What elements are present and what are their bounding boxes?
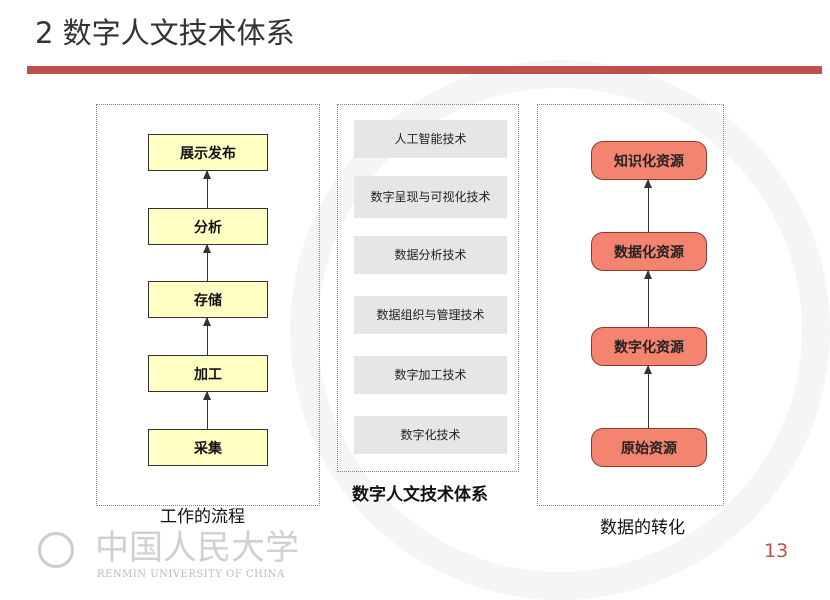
workflow-panel	[96, 104, 320, 506]
data-step: 数字化资源	[591, 327, 707, 366]
data-caption: 数据的转化	[600, 518, 685, 538]
workflow-step: 存储	[148, 281, 268, 318]
arrow-up-icon	[203, 391, 211, 429]
slide-title: 2 数字人文技术体系	[35, 16, 295, 50]
tech-caption: 数字人文技术体系	[352, 485, 488, 505]
arrow-up-icon	[203, 244, 211, 281]
data-step: 原始资源	[591, 428, 707, 467]
workflow-caption: 工作的流程	[160, 507, 245, 527]
workflow-step: 分析	[148, 208, 268, 245]
data-panel	[537, 104, 724, 506]
title-divider	[27, 66, 822, 74]
arrow-up-icon	[203, 170, 211, 208]
tech-panel	[337, 104, 519, 472]
workflow-step: 加工	[148, 355, 268, 392]
tech-item: 数字加工技术	[354, 356, 507, 394]
arrow-up-icon	[644, 270, 652, 327]
tech-item: 数字呈现与可视化技术	[354, 176, 507, 218]
logo-chinese: 中国人民大学	[95, 528, 299, 568]
arrow-up-icon	[644, 179, 652, 232]
logo-english: RENMIN UNIVERSITY OF CHINA	[97, 569, 285, 580]
tech-item: 数字化技术	[354, 416, 507, 454]
data-step: 知识化资源	[591, 141, 707, 180]
university-emblem-icon	[38, 532, 74, 568]
tech-item: 数据组织与管理技术	[354, 296, 507, 334]
arrow-up-icon	[203, 317, 211, 355]
workflow-step: 展示发布	[148, 134, 268, 171]
workflow-step: 采集	[148, 429, 268, 466]
arrow-up-icon	[644, 365, 652, 428]
page-number: 13	[764, 540, 789, 562]
tech-item: 人工智能技术	[354, 120, 507, 158]
tech-item: 数据分析技术	[354, 236, 507, 274]
data-step: 数据化资源	[591, 232, 707, 271]
